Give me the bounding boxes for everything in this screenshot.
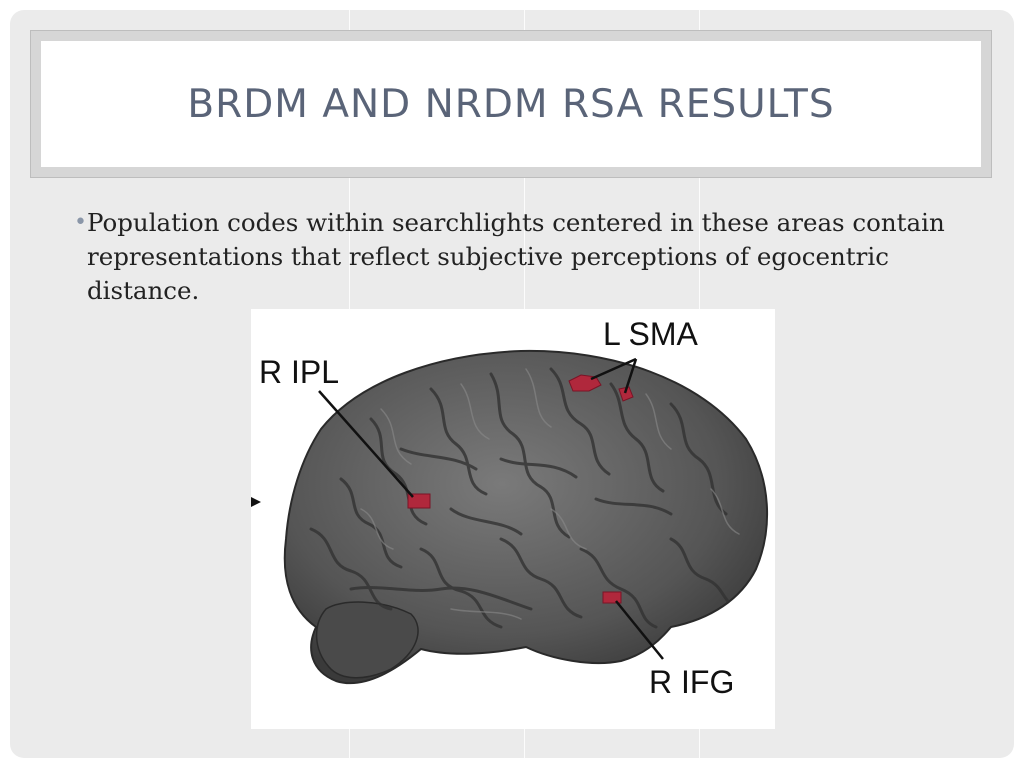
activation-r-ifg (602, 591, 622, 604)
label-l-sma: L SMA (603, 316, 699, 352)
arrow-marker-icon (251, 497, 261, 507)
label-r-ifg: R IFG (649, 664, 734, 700)
slide: BRDM and NRDM RSA Results • Population c… (10, 10, 1014, 758)
brain-illustration: R IPL L SMA R IFG (251, 316, 769, 700)
slide-title: BRDM and NRDM RSA Results (187, 81, 835, 127)
title-box: BRDM and NRDM RSA Results (41, 41, 981, 167)
pointer-lines (318, 357, 664, 660)
activation-r-ipl (407, 493, 431, 509)
bullet-marker: • (74, 210, 87, 235)
brain-figure: R IPL L SMA R IFG (251, 309, 775, 729)
brain-shape (283, 349, 769, 685)
activation-regions (407, 374, 634, 604)
label-r-ipl: R IPL (259, 354, 339, 390)
bullet-text: Population codes within searchlights cen… (86, 208, 945, 305)
bullet-item: • Population codes within searchlights c… (74, 206, 954, 308)
title-frame: BRDM and NRDM RSA Results (30, 30, 992, 178)
